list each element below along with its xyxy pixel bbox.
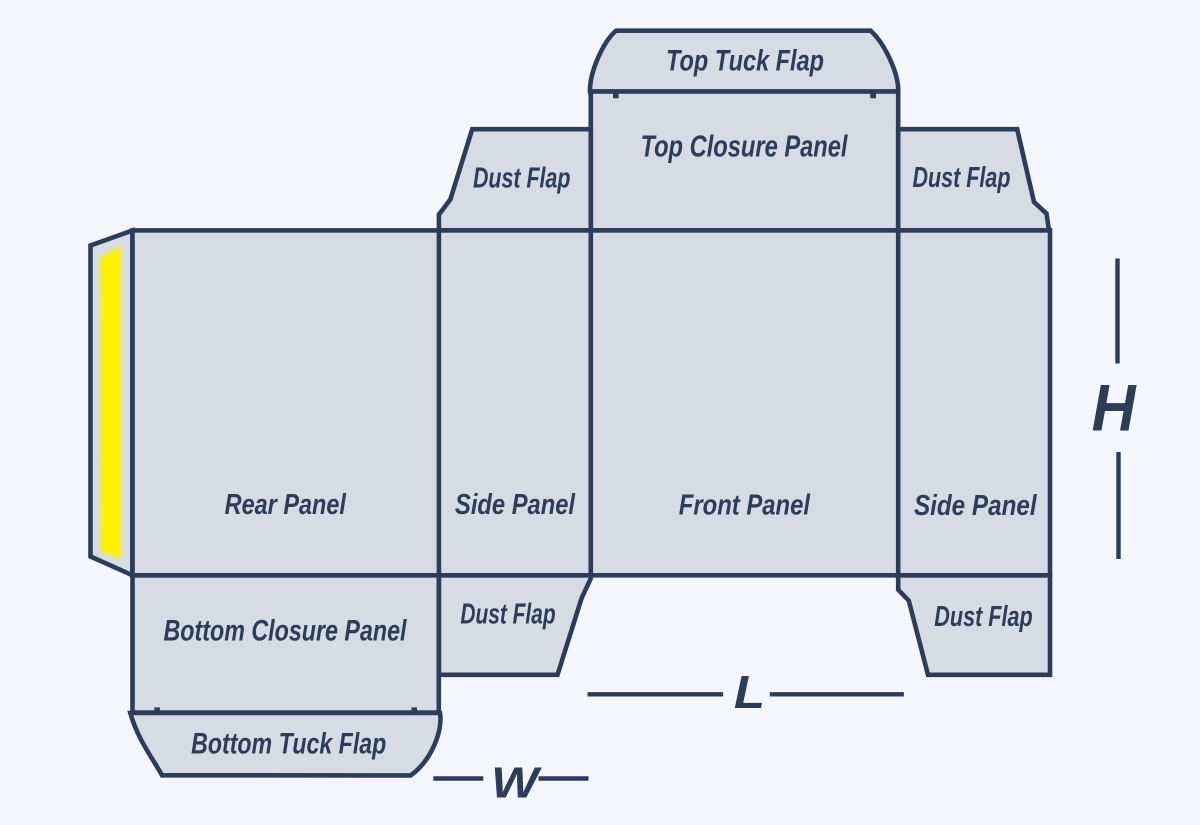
- svg-text:Side Panel: Side Panel: [455, 489, 576, 521]
- svg-text:H: H: [1092, 370, 1137, 444]
- svg-text:Front Panel: Front Panel: [679, 489, 811, 521]
- svg-text:Side Panel: Side Panel: [914, 490, 1037, 522]
- svg-text:Bottom Closure Panel: Bottom Closure Panel: [164, 614, 408, 647]
- svg-text:Dust Flap: Dust Flap: [913, 161, 1011, 193]
- svg-text:Dust Flap: Dust Flap: [473, 162, 571, 194]
- svg-text:Dust Flap: Dust Flap: [934, 600, 1032, 632]
- svg-text:Top Tuck Flap: Top Tuck Flap: [666, 44, 824, 77]
- svg-text:Bottom Tuck Flap: Bottom Tuck Flap: [191, 728, 386, 761]
- svg-text:W: W: [491, 758, 542, 807]
- svg-text:L: L: [734, 666, 765, 718]
- svg-text:Top Closure Panel: Top Closure Panel: [641, 129, 848, 163]
- svg-text:Rear Panel: Rear Panel: [225, 489, 347, 521]
- svg-text:Dust Flap: Dust Flap: [460, 598, 555, 630]
